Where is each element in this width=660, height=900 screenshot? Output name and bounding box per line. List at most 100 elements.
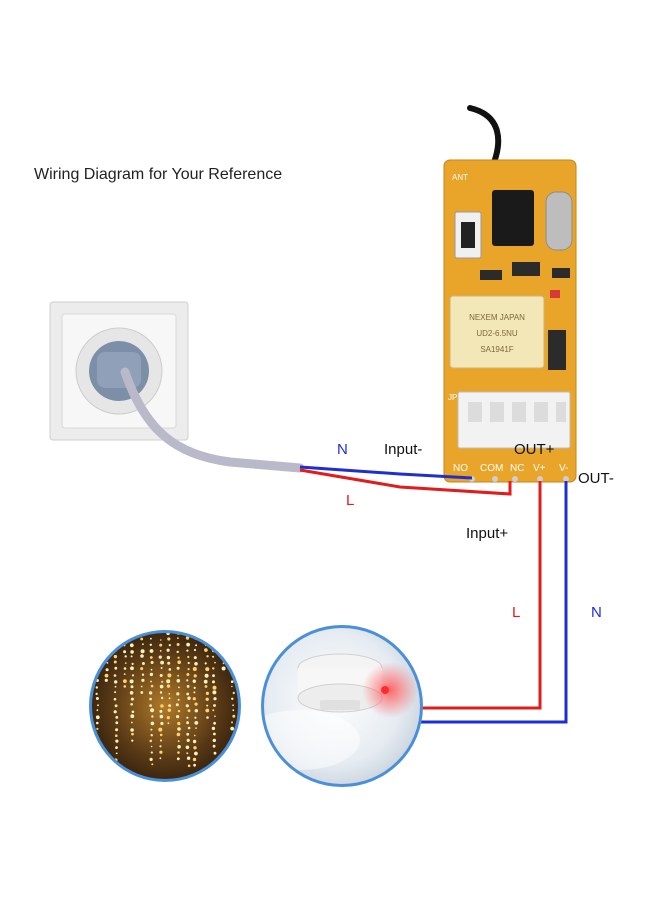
light-dot: [205, 708, 210, 713]
light-dot: [177, 721, 181, 726]
light-dot: [177, 660, 181, 664]
light-dot: [168, 644, 171, 647]
light-dot: [150, 745, 153, 748]
light-dot: [177, 674, 180, 677]
neutral-label-top: N: [337, 441, 348, 458]
light-dot: [192, 697, 196, 701]
light-dot: [212, 738, 216, 743]
light-dot: [230, 726, 235, 731]
live-input-wire: [299, 468, 512, 496]
light-dot: [150, 721, 155, 726]
light-dot: [159, 745, 162, 748]
light-dot: [193, 691, 196, 694]
input-minus-label: Input-: [384, 441, 423, 458]
light-dot: [115, 716, 119, 719]
light-dot: [176, 692, 180, 696]
light-dot: [213, 704, 216, 707]
light-dot: [140, 667, 144, 671]
light-dot: [213, 637, 216, 639]
light-dot: [105, 668, 109, 672]
light-dot: [167, 708, 171, 712]
light-dot: [159, 750, 163, 754]
light-dot: [187, 655, 190, 659]
light-dot: [167, 661, 171, 665]
light-dot: [159, 650, 162, 652]
light-dot: [95, 638, 99, 642]
light-dot: [140, 685, 143, 688]
relay-module-icon: NEXEM JAPAN UD2-6.5NU SA1941F ANT JP15: [443, 159, 577, 483]
light-dot: [150, 668, 153, 671]
light-dot: [123, 673, 126, 675]
light-dot: [193, 648, 197, 652]
light-dot: [177, 727, 181, 731]
light-dot: [159, 643, 163, 647]
light-dot: [114, 666, 118, 670]
light-dot: [186, 752, 189, 755]
light-dot: [205, 633, 208, 634]
light-dot: [125, 638, 127, 640]
light-dot: [166, 648, 170, 652]
light-dot: [186, 716, 189, 719]
light-dot: [212, 667, 215, 670]
light-dot: [204, 637, 209, 642]
light-dot: [149, 672, 154, 677]
light-dot: [221, 666, 226, 671]
light-dot: [187, 696, 191, 700]
light-dot: [114, 704, 118, 708]
light-dot: [213, 721, 217, 725]
light-dot: [193, 746, 197, 750]
light-dot: [106, 638, 110, 642]
light-dot: [186, 679, 189, 682]
light-dot: [130, 685, 134, 689]
light-dot: [150, 708, 155, 713]
light-dot: [160, 704, 164, 708]
live-label-top: L: [346, 492, 355, 509]
relay-marking-1: NEXEM JAPAN: [469, 313, 525, 322]
light-dot: [114, 680, 118, 684]
light-dot: [231, 697, 234, 700]
light-dot: [159, 739, 163, 742]
light-dot: [151, 763, 154, 766]
light-dot: [230, 680, 234, 683]
light-dot: [161, 680, 164, 683]
light-dot: [114, 691, 117, 694]
light-dot: [195, 644, 198, 647]
light-dot: [130, 655, 133, 658]
light-dot: [130, 714, 135, 719]
string-lights-icon: [89, 630, 241, 782]
light-dot: [167, 637, 171, 641]
light-dot: [212, 744, 216, 748]
light-dot: [96, 727, 99, 731]
light-dot: [168, 697, 171, 700]
light-dot: [186, 732, 190, 736]
light-dot: [211, 726, 216, 731]
light-dot: [194, 721, 199, 725]
light-dot: [205, 667, 210, 672]
light-dot: [231, 633, 236, 635]
light-dot: [113, 660, 117, 664]
light-dot: [212, 655, 215, 658]
light-dot: [160, 639, 162, 641]
light-dot: [130, 650, 134, 654]
light-dot: [176, 666, 180, 670]
light-dot: [187, 726, 191, 730]
light-dot: [149, 643, 152, 646]
light-dot: [149, 757, 153, 762]
light-dot: [205, 691, 209, 696]
light-dot: [230, 745, 234, 750]
light-dot: [131, 633, 135, 634]
out-minus-label: OUT-: [578, 470, 614, 487]
light-dot: [212, 690, 217, 695]
light-dot: [141, 662, 145, 665]
light-dot: [193, 686, 196, 690]
light-dot: [166, 716, 170, 720]
light-dot: [231, 667, 235, 670]
light-dot: [159, 674, 163, 677]
live-output-wire: [420, 481, 542, 710]
light-dot: [232, 650, 235, 653]
light-dot: [95, 697, 99, 700]
light-dot: [149, 649, 154, 653]
light-dot: [213, 732, 216, 736]
light-dot: [232, 714, 236, 718]
light-dot: [160, 667, 163, 669]
